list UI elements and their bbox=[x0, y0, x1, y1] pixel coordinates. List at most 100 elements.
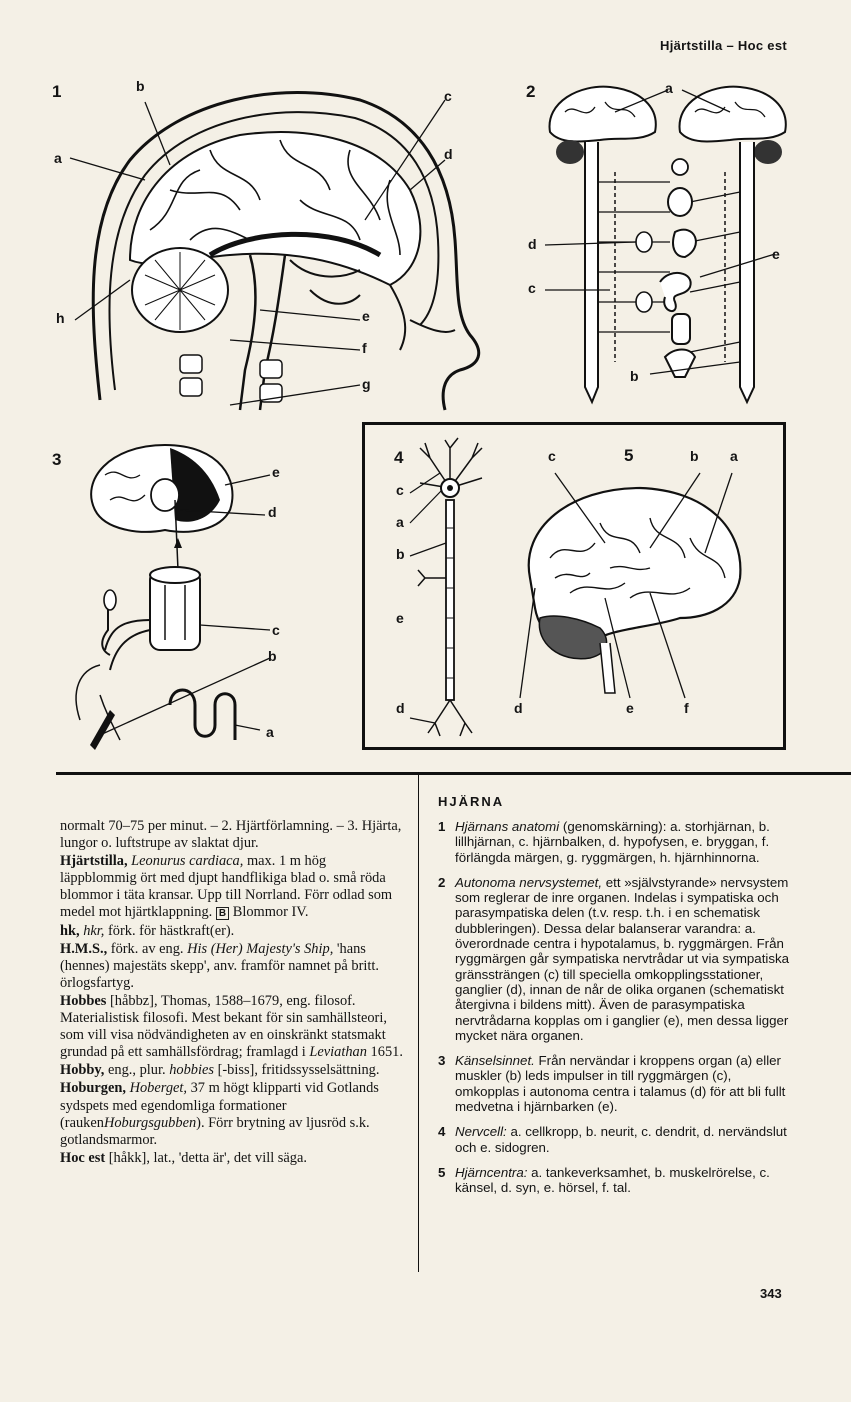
entry-continuation: normalt 70–75 per minut. – 2. Hjärtförla… bbox=[60, 818, 406, 852]
fig5-label-b: b bbox=[690, 448, 699, 464]
fig5-label-e: e bbox=[626, 700, 634, 716]
entry-italic: hkr, bbox=[83, 922, 105, 939]
fig3-label-e: e bbox=[272, 464, 280, 480]
fig1-label-h: h bbox=[56, 310, 65, 326]
column-divider bbox=[418, 775, 419, 1272]
running-header: Hjärtstilla – Hoc est bbox=[660, 38, 787, 53]
caption-title: Hjärnans anatomi bbox=[455, 819, 560, 834]
caption-title: Känselsinnet. bbox=[455, 1053, 535, 1069]
fig4-label-d: d bbox=[396, 700, 405, 716]
caption-5: 5 Hjärncentra: a. tankeverksamhet, b. mu… bbox=[438, 1165, 792, 1196]
figure-3-sensory-pathway bbox=[75, 443, 271, 750]
figure-5-number: 5 bbox=[624, 446, 634, 465]
fig1-label-e: e bbox=[362, 308, 370, 324]
fig1-label-b: b bbox=[136, 78, 145, 94]
entry-text: [håkk], lat., 'detta är', det vill säga. bbox=[108, 1149, 307, 1166]
fig4-label-e: e bbox=[396, 610, 404, 626]
figure-box-4-5 bbox=[362, 422, 786, 750]
entry-head: H.M.S., bbox=[60, 940, 108, 957]
entry-text: eng., plur. bbox=[108, 1062, 166, 1079]
entry-hms: H.M.S., förk. av eng. His (Her) Majesty'… bbox=[60, 941, 406, 992]
fig5-label-c: c bbox=[548, 448, 556, 464]
figure-4-neuron bbox=[409, 437, 483, 737]
entry-tail: ). Förr brytning av ljusröd s.k. gotland… bbox=[60, 1114, 370, 1148]
entry-head: Hjärtstilla, bbox=[60, 853, 128, 870]
figure-1-number: 1 bbox=[52, 82, 62, 101]
entry-head: Hoburgen, bbox=[60, 1080, 126, 1097]
caption-1: 1 Hjärnans anatomi (genomskärning): a. s… bbox=[438, 819, 792, 865]
entry-italic: hobbies bbox=[169, 1062, 214, 1079]
caption-number: 3 bbox=[438, 1053, 446, 1069]
caption-text: a. tankeverksamhet, b. muskelrörelse, c.… bbox=[455, 1164, 770, 1196]
entry-head: Hobby, bbox=[60, 1062, 105, 1079]
fig1-label-c: c bbox=[444, 88, 452, 104]
fig1-label-d: d bbox=[444, 146, 453, 162]
entry-head: Hoc est bbox=[60, 1149, 106, 1166]
fig3-label-d: d bbox=[268, 504, 277, 520]
fig2-label-c: c bbox=[528, 280, 536, 296]
caption-text: ett »självstyrande» nervsystem som regle… bbox=[455, 874, 790, 1043]
fig5-label-f: f bbox=[684, 700, 689, 716]
entry-hk: hk, hkr, förk. för hästkraft(er). bbox=[60, 923, 406, 940]
caption-number: 1 bbox=[438, 819, 446, 834]
entry-text: 37 m högt klipparti vid Gotlands sydspet… bbox=[60, 1080, 379, 1131]
caption-text: (genomskärning): a. storhjärnan, b. lill… bbox=[455, 819, 770, 865]
section-title: HJÄRNA bbox=[438, 794, 505, 809]
caption-title: Hjärncentra: bbox=[455, 1164, 528, 1180]
entry-text: förk. för hästkraft(er). bbox=[108, 922, 235, 939]
fig4-label-c: c bbox=[396, 482, 404, 498]
caption-title: Nervcell: bbox=[455, 1124, 507, 1140]
fig4-label-b: b bbox=[396, 546, 405, 562]
fig1-label-a: a bbox=[54, 150, 62, 166]
fig1-label-f: f bbox=[362, 340, 367, 356]
entry-tail: 'hans (hennes) majestäts skepp', anv. fr… bbox=[60, 940, 379, 991]
entry-hobbes: Hobbes [håbbz], Thomas, 1588–1679, eng. … bbox=[60, 993, 406, 1061]
fig3-label-b: b bbox=[268, 648, 277, 664]
figure-2-number: 2 bbox=[526, 82, 536, 101]
figure-2-autonomic-system bbox=[544, 85, 787, 405]
book-reference-badge: B bbox=[215, 907, 230, 921]
entry-italic: His (Her) Majesty's Ship, bbox=[187, 940, 334, 957]
fig3-label-c: c bbox=[272, 622, 280, 638]
entry-text: [håbbz], Thomas, 1588–1679, eng. filosof… bbox=[60, 992, 387, 1061]
caption-number: 2 bbox=[438, 874, 446, 890]
fig2-label-b: b bbox=[630, 368, 639, 384]
fig2-label-a: a bbox=[665, 80, 673, 96]
caption-number: 4 bbox=[438, 1124, 446, 1140]
entry-tail: [-biss], fritidssysselsättning. bbox=[217, 1062, 380, 1079]
entry-head: hk, bbox=[60, 922, 80, 939]
figure-5-brain-centres bbox=[519, 472, 742, 699]
caption-3: 3 Känselsinnet. Från nervändar i kroppen… bbox=[438, 1053, 792, 1114]
fig5-label-a: a bbox=[730, 448, 738, 464]
entry-italic: Leonurus cardiaca, bbox=[131, 853, 244, 870]
fig2-label-e: e bbox=[772, 246, 780, 262]
entry-text: förk. av eng. bbox=[110, 940, 184, 957]
fig4-label-a: a bbox=[396, 514, 404, 530]
caption-text: a. cellkropp, b. neurit, c. dendrit, d. … bbox=[455, 1124, 787, 1155]
entry-tail: 1651. bbox=[370, 1044, 403, 1061]
entry-hjartstilla: Hjärtstilla, Leonurus cardiaca, max. 1 m… bbox=[60, 853, 406, 921]
fig5-label-d: d bbox=[514, 700, 523, 716]
entry-head: Hobbes bbox=[60, 992, 107, 1009]
figure-1-brain-section bbox=[69, 91, 481, 411]
entry-text: normalt 70–75 per minut. – 2. Hjärtförla… bbox=[60, 818, 402, 852]
caption-text: Från nervändar i kroppens organ (a) elle… bbox=[455, 1053, 786, 1115]
dictionary-column: normalt 70–75 per minut. – 2. Hjärtförla… bbox=[60, 818, 406, 1168]
entry-tail: Blommor IV. bbox=[232, 904, 309, 921]
caption-4: 4 Nervcell: a. cellkropp, b. neurit, c. … bbox=[438, 1124, 792, 1155]
caption-2: 2 Autonoma nervsystemet, ett »självstyra… bbox=[438, 875, 792, 1043]
entry-hobby: Hobby, eng., plur. hobbies [-biss], frit… bbox=[60, 1062, 406, 1079]
page-number: 343 bbox=[760, 1286, 782, 1301]
caption-title: Autonoma nervsystemet, bbox=[455, 874, 603, 890]
figure-3-number: 3 bbox=[52, 450, 62, 469]
entry-italic: Leviathan bbox=[309, 1044, 367, 1061]
entry-hoburgen: Hoburgen, Hoberget, 37 m högt klipparti … bbox=[60, 1080, 406, 1148]
fig3-label-a: a bbox=[266, 724, 274, 740]
fig1-label-g: g bbox=[362, 376, 371, 392]
horizontal-rule bbox=[56, 772, 851, 775]
entry-hoc-est: Hoc est [håkk], lat., 'detta är', det vi… bbox=[60, 1150, 406, 1167]
entry-text: max. 1 m hög läppblommig ört med djupt h… bbox=[60, 853, 393, 921]
fig2-label-d: d bbox=[528, 236, 537, 252]
captions-column: HJÄRNA 1 Hjärnans anatomi (genomskärning… bbox=[438, 794, 792, 1206]
entry-italic: Hoberget, bbox=[129, 1080, 187, 1097]
